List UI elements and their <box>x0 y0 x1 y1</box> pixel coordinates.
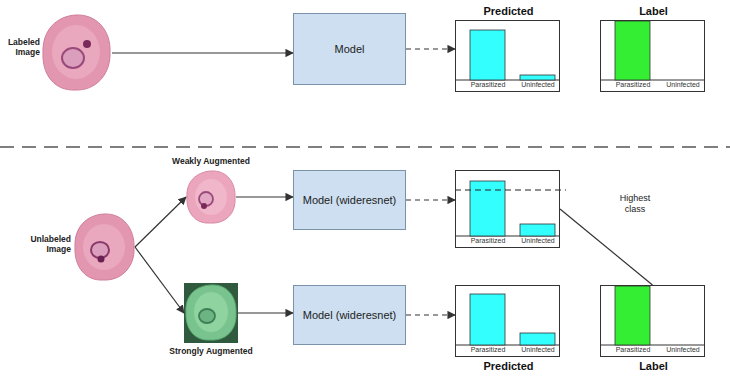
model-name: Model (wideresnet) <box>303 194 397 207</box>
class-name: Uninfected <box>658 81 708 89</box>
model-name: Model <box>335 43 365 56</box>
model-box: Model (wideresnet) <box>293 170 406 230</box>
chart-title: Label <box>601 5 706 18</box>
cell-body <box>75 214 134 280</box>
augmented-image-node: Strongly Augmented <box>184 283 238 343</box>
prediction-chart: PredictedParasitizedUninfected <box>455 285 560 357</box>
connector <box>560 209 653 285</box>
connector <box>135 247 184 313</box>
class-name: Uninfected <box>513 81 563 89</box>
parasite-dot <box>83 40 91 48</box>
probability-bar <box>520 75 555 80</box>
class-name: Parasitized <box>463 81 513 89</box>
chart-title: Label <box>601 360 706 373</box>
parasite-ring <box>62 48 84 68</box>
probability-bar <box>520 333 555 345</box>
class-name: Parasitized <box>608 346 658 354</box>
class-name: Parasitized <box>608 81 658 89</box>
connector <box>406 48 455 49</box>
probability-bar <box>470 294 505 345</box>
cell-image <box>43 15 110 90</box>
label-chart: LabelParasitizedUninfected <box>600 285 705 357</box>
probability-bar <box>470 181 505 236</box>
class-name: Uninfected <box>658 346 708 354</box>
cell-image <box>75 214 134 280</box>
section-divider <box>0 146 730 148</box>
cell-center <box>194 292 228 332</box>
cell-image <box>187 171 235 223</box>
edge-label: Highest class <box>610 193 660 215</box>
cell-center <box>52 25 100 79</box>
parasite-dot <box>98 256 105 263</box>
class-name: Uninfected <box>513 237 563 245</box>
class-name: Parasitized <box>463 237 513 245</box>
probability-bar <box>520 224 555 236</box>
cell-body <box>187 171 235 223</box>
parasite-dot <box>201 203 207 209</box>
cell-image-node: Unlabeled Image <box>73 213 135 281</box>
prediction-chart: ParasitizedUninfected <box>455 170 560 248</box>
label-bar <box>615 21 650 80</box>
model-name: Model (wideresnet) <box>303 309 397 322</box>
class-name: Parasitized <box>463 346 513 354</box>
class-name: Uninfected <box>513 346 563 354</box>
image-ground <box>184 283 238 343</box>
cell-center <box>195 179 227 215</box>
connector <box>406 314 455 315</box>
label-chart: LabelParasitizedUninfected <box>600 20 705 92</box>
model-box: Model <box>293 13 406 85</box>
connector <box>238 312 293 313</box>
connector <box>135 197 186 247</box>
connector <box>236 196 293 197</box>
cell-image <box>184 283 238 343</box>
label-bar <box>615 286 650 345</box>
chart-title: Predicted <box>456 5 561 18</box>
image-caption: Unlabeled Image <box>27 235 71 255</box>
probability-bar <box>470 30 505 80</box>
model-box: Model (wideresnet) <box>293 285 406 345</box>
prediction-chart: PredictedParasitizedUninfected <box>455 20 560 92</box>
threshold-line <box>455 189 566 190</box>
image-caption: Labeled Image <box>4 38 40 58</box>
cell-image-node: Labeled Image <box>42 14 112 92</box>
chart-title: Predicted <box>456 360 561 373</box>
cell-body <box>43 15 110 90</box>
parasite-ring <box>91 242 109 258</box>
cell-center <box>83 224 125 270</box>
cell-body <box>186 285 236 340</box>
image-caption: Weakly Augmented <box>156 157 266 167</box>
parasite-ring <box>199 309 215 323</box>
connector <box>406 199 455 200</box>
connector <box>112 52 293 53</box>
augmented-image-node: Weakly Augmented <box>186 170 236 224</box>
image-caption: Strongly Augmented <box>156 347 266 357</box>
